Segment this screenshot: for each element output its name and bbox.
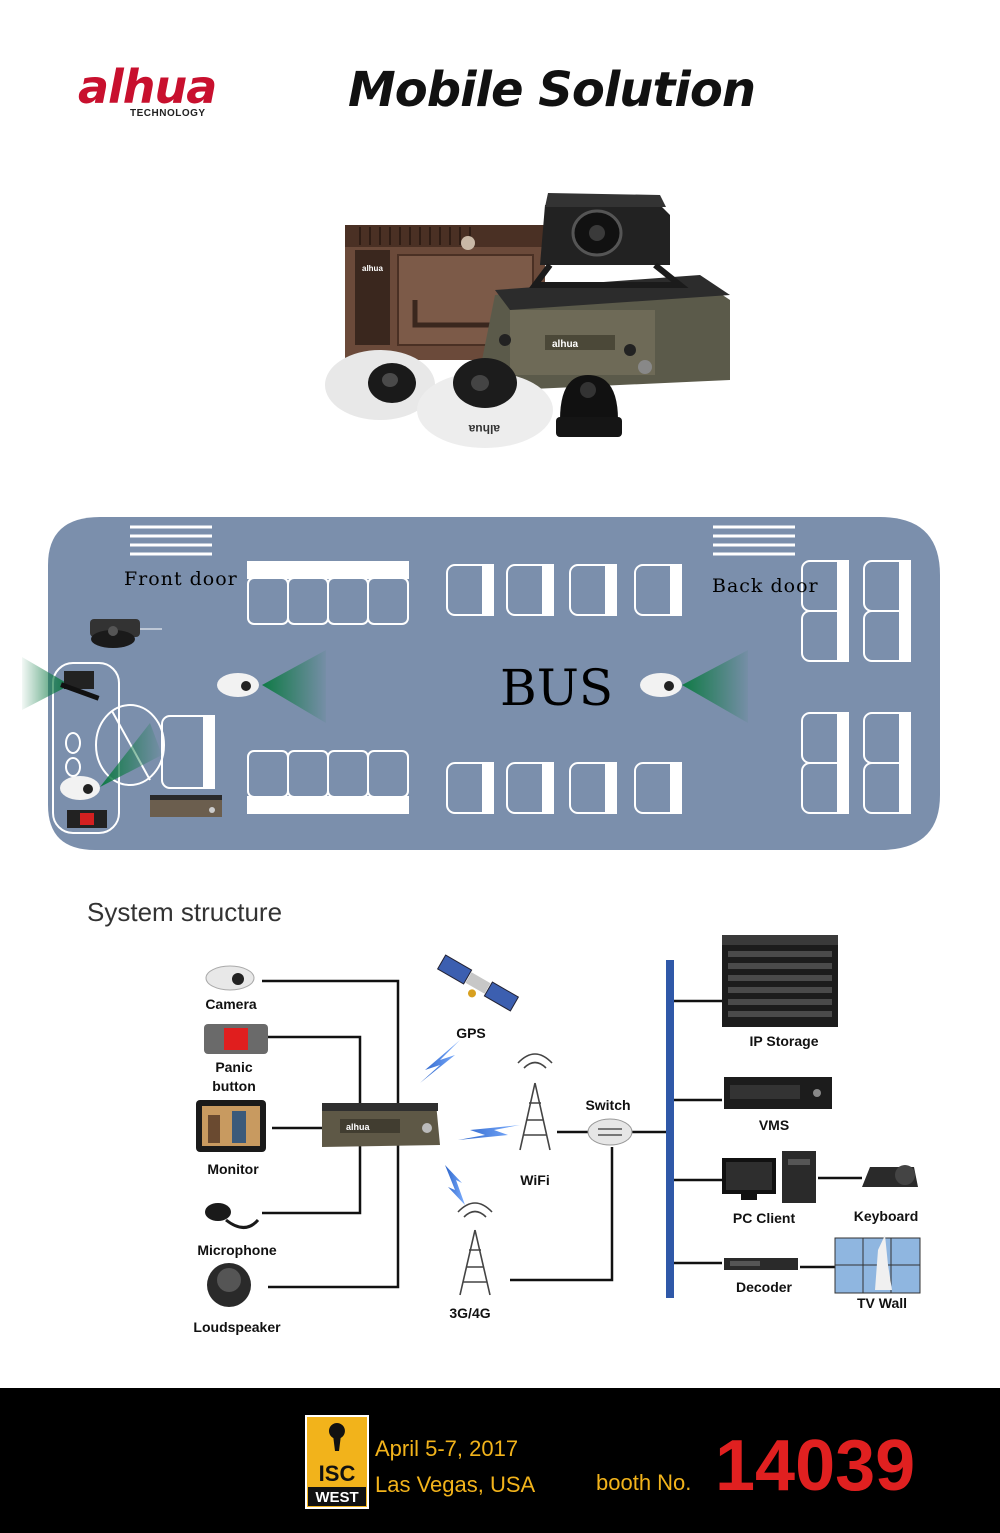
bus-layout-diagram: Front door Back door BUS: [22, 517, 940, 850]
bus-body: [48, 517, 940, 850]
gps-satellite-icon: [436, 954, 520, 1012]
vehicle-camera-image: [529, 193, 689, 288]
mobile-dvr-olive-image: alhua: [480, 275, 730, 390]
switch-icon: [587, 1118, 633, 1146]
mobile-nvr-node-icon: alhua: [322, 1103, 440, 1147]
pc-client-icon: [722, 1151, 816, 1203]
booth-number: 14039: [715, 1426, 916, 1506]
driver-seat: [161, 715, 215, 789]
keyboard-icon: [862, 1165, 918, 1187]
event-date: April 5-7, 2017: [375, 1436, 519, 1461]
panic-button-node-icon: [204, 1024, 268, 1054]
back-door-vent: [713, 525, 795, 556]
booth-label: booth No.: [596, 1470, 692, 1495]
event-location: Las Vegas, USA: [375, 1472, 536, 1497]
wifi-label: WiFi: [520, 1172, 549, 1188]
dome-camera-brand-mark: alhua: [468, 422, 500, 436]
wifi-tower-icon: [517, 1053, 553, 1151]
decoder-label: Decoder: [736, 1279, 793, 1295]
decoder-icon: [724, 1258, 798, 1270]
keyhole-icon: [328, 1423, 345, 1451]
monitor-node-icon: [196, 1100, 266, 1152]
aisle-camera-front-icon: [217, 650, 326, 723]
seat-bench-bottom-front: [247, 750, 409, 814]
isc-west-badge: ISC WEST: [305, 1415, 369, 1509]
vms-server-icon: [724, 1077, 832, 1109]
cellular-label: 3G/4G: [449, 1305, 490, 1321]
wireless-signal-icons: [420, 1040, 520, 1205]
back-door-label: Back door: [712, 575, 819, 597]
panic-button-icon: [67, 810, 107, 828]
dome-camera-image: alhua: [417, 358, 553, 448]
nvr-brand-mark: alhua: [362, 264, 383, 273]
product-group-image: alhua alhua alhua: [325, 193, 730, 448]
front-door-vent: [130, 525, 212, 556]
network-backbone: [666, 960, 674, 1298]
connection-lines: [262, 979, 862, 1289]
aisle-camera-rear-icon: [640, 650, 748, 723]
camera-label: Camera: [205, 996, 257, 1012]
seats-bottom-row: [446, 762, 682, 814]
seats-rear: [801, 560, 911, 814]
mini-dome-camera-image: [325, 350, 435, 420]
tv-wall-icon: [834, 1235, 921, 1294]
pc-client-label: PC Client: [733, 1210, 796, 1226]
cellular-tower-icon: [457, 1202, 493, 1296]
ip-storage-icon: [722, 935, 838, 1027]
switch-label: Switch: [585, 1097, 630, 1113]
vehicle-camera-front-icon: [90, 619, 162, 648]
camera-node-icon: [205, 965, 255, 991]
dashboard: [52, 662, 120, 834]
mobile-nvr-icon: [150, 795, 222, 817]
eyeball-camera-image: [556, 375, 622, 437]
ip-storage-label: IP Storage: [750, 1033, 819, 1049]
microphone-label: Microphone: [197, 1242, 277, 1258]
bus-title: BUS: [500, 659, 613, 717]
front-windshield-camera-icon: [22, 657, 100, 710]
microphone-node-icon: [205, 1203, 260, 1229]
tv-wall-label: TV Wall: [857, 1295, 907, 1311]
monitor-label: Monitor: [207, 1161, 259, 1177]
loudspeaker-label: Loudspeaker: [193, 1319, 281, 1335]
mobile-nvr-brown-image: alhua: [345, 225, 545, 360]
section-title: System structure: [87, 897, 283, 927]
driver-camera-icon: [60, 723, 162, 800]
vms-label: VMS: [759, 1117, 789, 1133]
dvr-brand-mark: alhua: [552, 339, 579, 350]
loudspeaker-node-icon: [207, 1263, 251, 1307]
brand-logo: alhua: [78, 60, 217, 114]
badge-bottom-text: WEST: [315, 1489, 358, 1506]
gps-label: GPS: [456, 1025, 486, 1041]
front-door-label: Front door: [124, 568, 238, 590]
brand-logo-subtext: TECHNOLOGY: [130, 108, 206, 119]
system-structure-diagram: alhua: [193, 935, 921, 1335]
badge-top-text: ISC: [319, 1461, 356, 1486]
keyboard-label: Keyboard: [854, 1208, 919, 1224]
seat-bench-top-front: [247, 561, 409, 625]
nvr-node-brand-mark: alhua: [346, 1122, 371, 1132]
page-title: Mobile Solution: [348, 62, 756, 118]
seats-top-row: [446, 564, 682, 616]
footer-banner: [0, 1388, 1000, 1533]
